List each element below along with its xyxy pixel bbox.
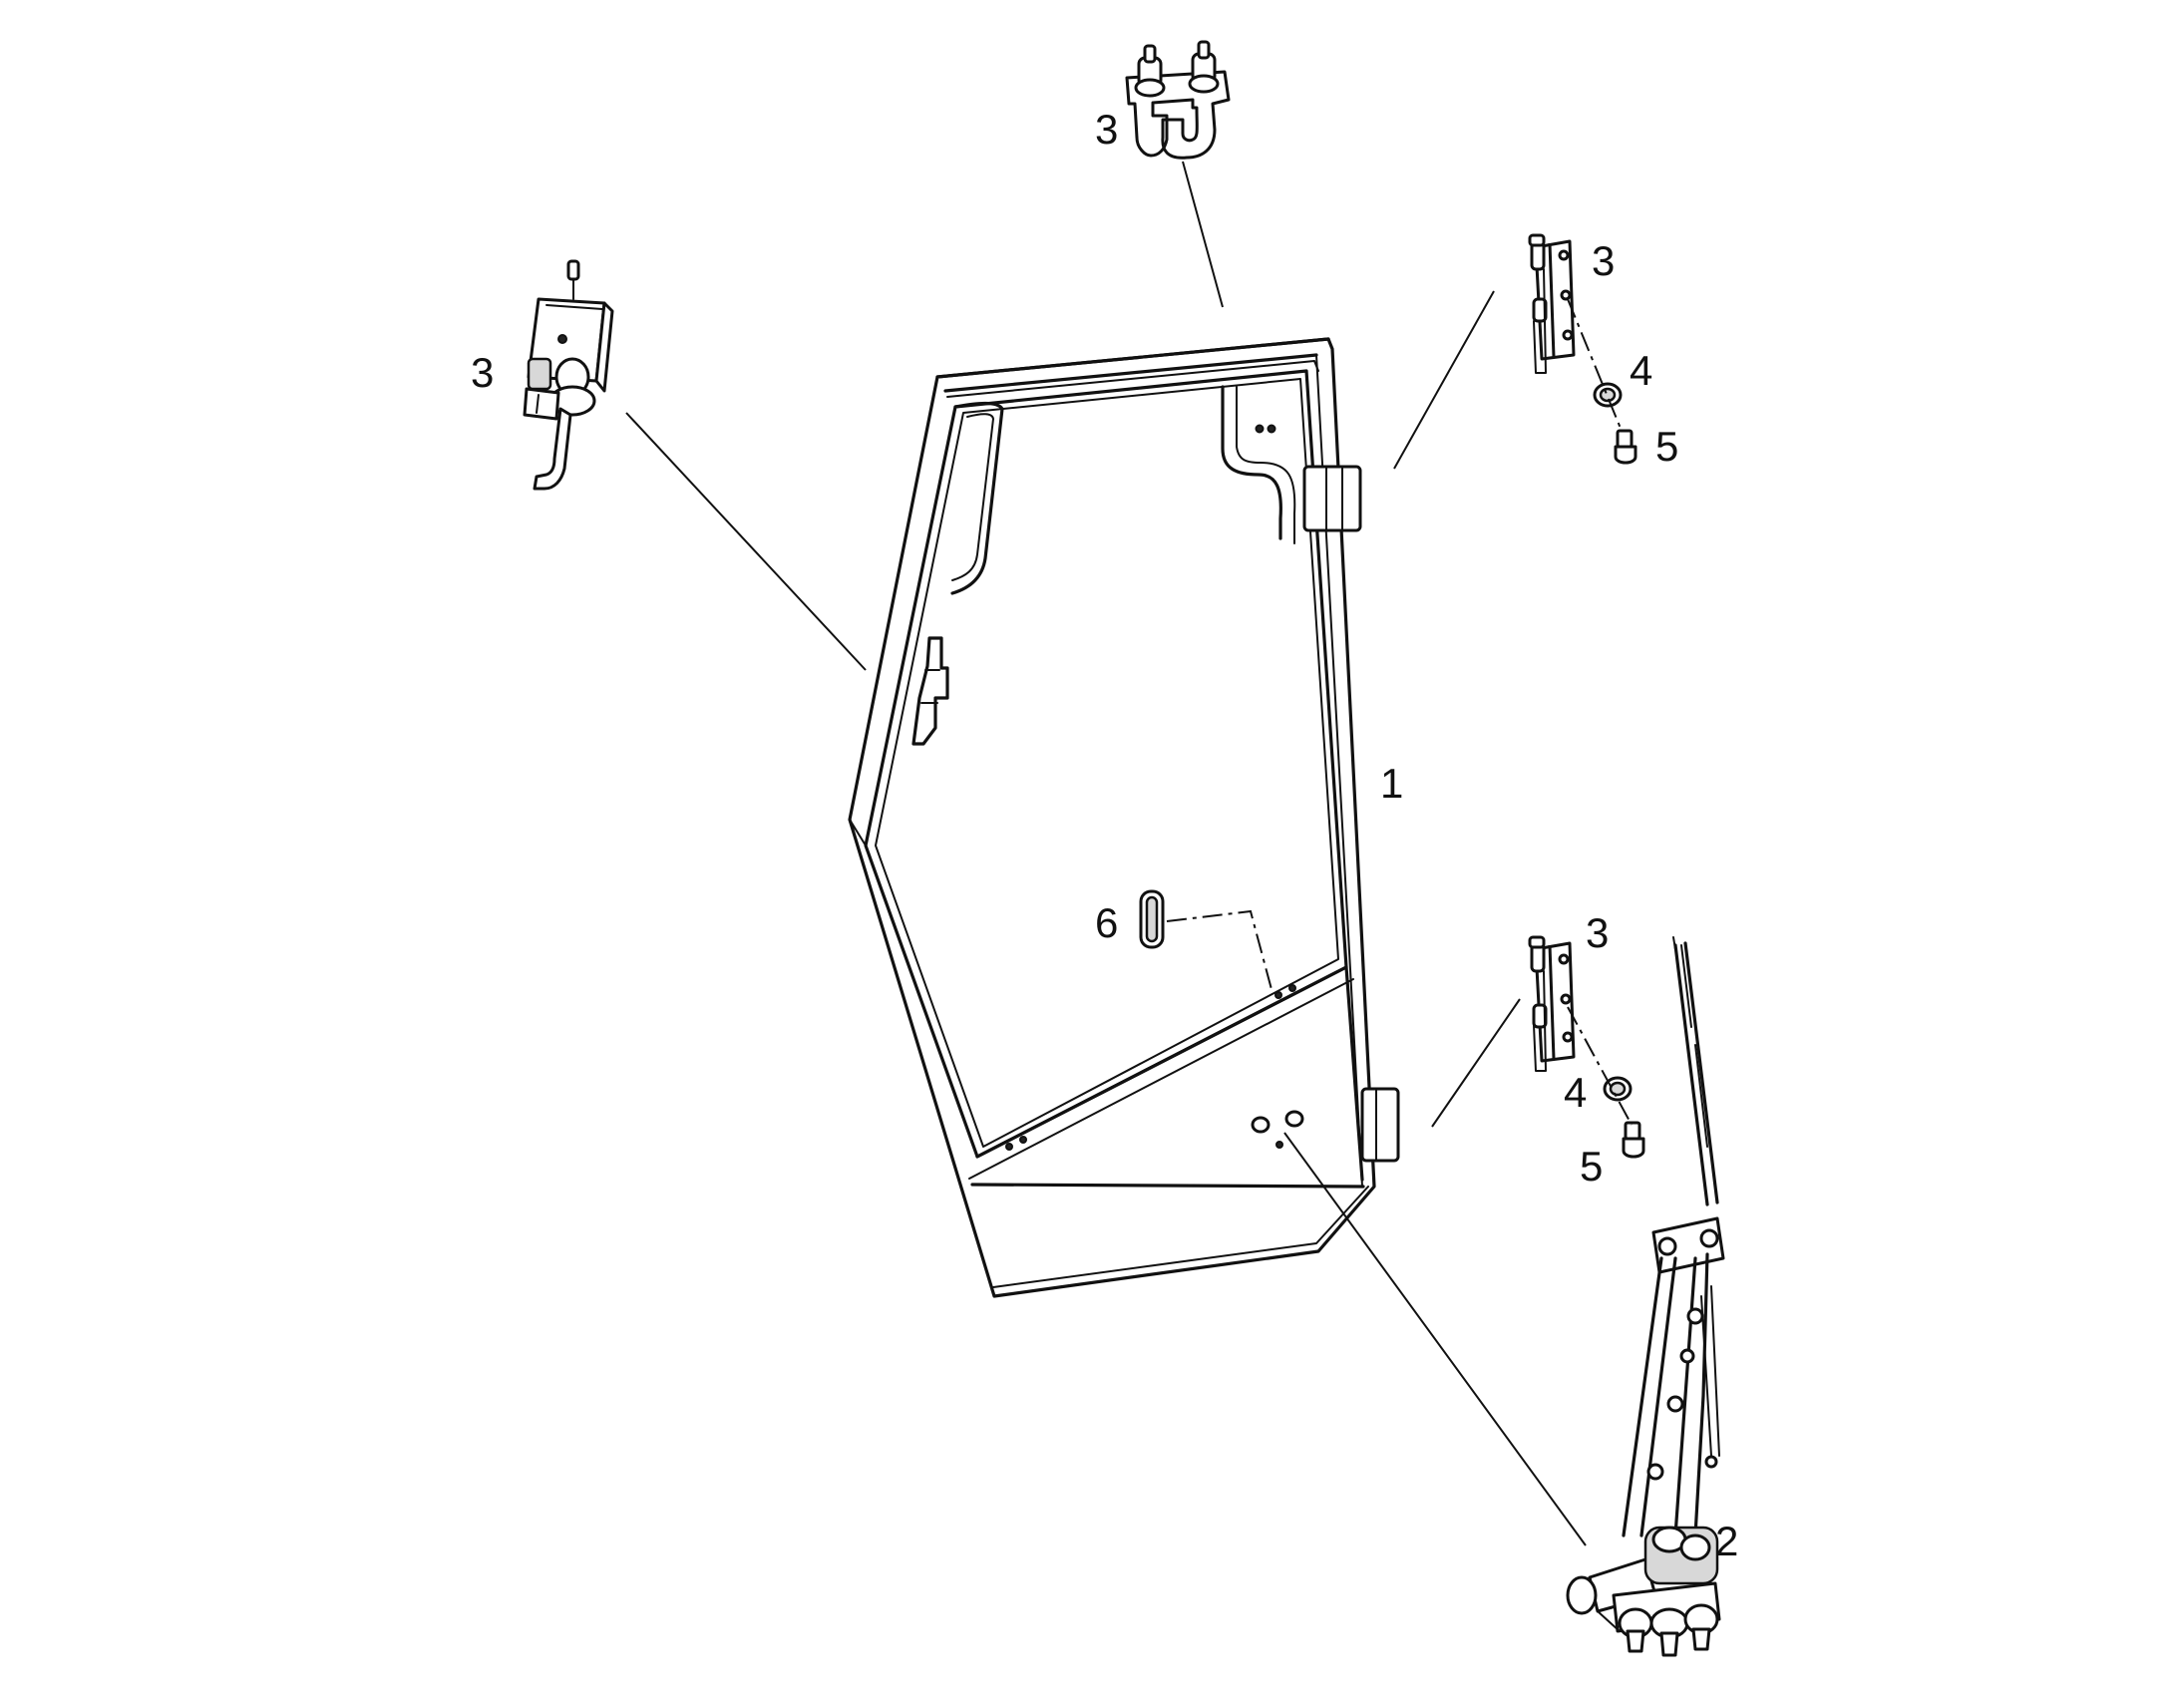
lower-right-hinge bbox=[1528, 935, 1576, 1072]
leader-upper-fastener bbox=[1567, 298, 1623, 432]
leader-seal bbox=[1166, 909, 1273, 994]
leader-upper-hinge bbox=[1393, 290, 1495, 470]
upper-washer bbox=[1593, 382, 1623, 408]
callout-top-hinge: 3 bbox=[1095, 106, 1118, 153]
seal-strip bbox=[1139, 889, 1165, 949]
lower-screw bbox=[1622, 1121, 1645, 1159]
leader-lines bbox=[625, 161, 1633, 1546]
callout-lower-hinge: 3 bbox=[1586, 909, 1609, 956]
callout-upper-screw: 5 bbox=[1655, 423, 1678, 470]
upper-screw bbox=[1614, 429, 1637, 465]
callout-seal: 6 bbox=[1095, 899, 1118, 946]
leader-wiper bbox=[1283, 1132, 1587, 1546]
leader-lower-hinge bbox=[1431, 998, 1521, 1128]
handle-latch bbox=[523, 259, 614, 491]
leader-top-hinge bbox=[1182, 161, 1224, 308]
door-frame bbox=[848, 337, 1400, 1298]
callout-handle: 3 bbox=[471, 349, 494, 396]
leader-lower-fastener bbox=[1567, 1006, 1633, 1126]
upper-right-hinge bbox=[1528, 233, 1576, 374]
lower-washer bbox=[1603, 1076, 1633, 1102]
callout-upper-hinge: 3 bbox=[1592, 237, 1615, 284]
wiper-assembly bbox=[1566, 936, 1725, 1657]
callout-door-frame: 1 bbox=[1380, 760, 1403, 807]
callout-wiper: 2 bbox=[1715, 1518, 1738, 1564]
leader-handle bbox=[625, 412, 867, 671]
top-hinge bbox=[1125, 40, 1231, 160]
callout-lower-screw: 5 bbox=[1580, 1143, 1603, 1190]
callout-lower-washer: 4 bbox=[1564, 1069, 1587, 1116]
callouts: 3 3 3 4 5 1 6 3 4 5 2 bbox=[471, 106, 1738, 1564]
callout-upper-washer: 4 bbox=[1630, 347, 1652, 394]
